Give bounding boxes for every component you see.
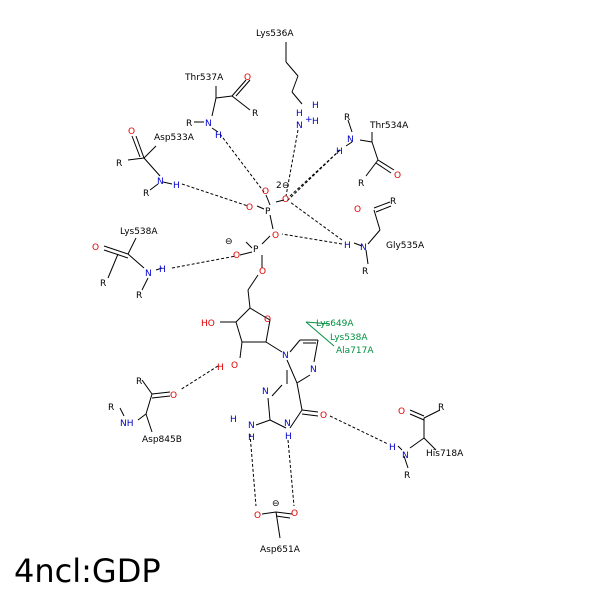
atom-h: H xyxy=(344,241,351,251)
hydrophobic-marks xyxy=(305,321,335,347)
hbond-asp651-a xyxy=(249,433,257,507)
hydrophobic-label: Ala717A xyxy=(336,346,374,356)
atom-n: N xyxy=(402,451,409,461)
atom-r: R xyxy=(100,279,106,289)
hbond-thr534-b xyxy=(285,149,341,203)
atom-r: R xyxy=(438,403,444,413)
atom-o: O xyxy=(291,509,298,519)
atom-nh: NH xyxy=(120,419,134,429)
hydrophobic-label: Lys538A xyxy=(330,333,368,343)
hbond-gly535-b xyxy=(281,233,343,245)
atom-r: R xyxy=(252,109,258,119)
atom-h: H xyxy=(296,109,303,119)
hydrophobic-label: Lys649A xyxy=(316,319,354,329)
atom-n: N xyxy=(282,351,289,361)
hbond-asp533 xyxy=(181,183,249,207)
atom-n: N xyxy=(205,119,212,129)
atom-h: H xyxy=(215,131,222,141)
label-lys536: Lys536A xyxy=(256,29,294,39)
atom-n: N xyxy=(360,243,367,253)
hbond-gly535-a xyxy=(289,201,343,241)
atom-r: R xyxy=(136,377,142,387)
atom-o: O xyxy=(320,411,327,421)
atom-r: R xyxy=(116,159,122,169)
atom-r: R xyxy=(136,291,142,301)
atom-o: O xyxy=(170,391,177,401)
atom-r: R xyxy=(358,179,364,189)
label-his718: His718A xyxy=(426,449,464,459)
hydrophobic-labels: Lys649A Lys538A Ala717A xyxy=(316,319,374,356)
atom-o: O xyxy=(262,187,269,197)
atom-o: O xyxy=(282,195,289,205)
hydrogen-bonds xyxy=(171,129,389,507)
atom-n: N xyxy=(262,387,269,397)
atom-n: N xyxy=(347,135,354,145)
atom-h: H xyxy=(173,181,180,191)
atom-h: H xyxy=(159,265,166,275)
atom-n: N xyxy=(248,421,255,431)
label-asp533: Asp533A xyxy=(154,133,195,143)
hbond-asp651-b xyxy=(287,439,295,507)
residue-labels: Lys536A Thr537A Thr534A Asp533A Gly535A … xyxy=(120,29,464,555)
atom-o: O xyxy=(354,205,361,215)
atom-ho: HO xyxy=(201,319,215,329)
atom-charge: ⊖ xyxy=(282,181,290,191)
atom-charge: ⊖ xyxy=(225,237,233,247)
atom-labels: N + H H H O R R N H R N H O R O R N H R … xyxy=(92,73,444,521)
atom-n: N xyxy=(284,419,291,429)
atom-r: R xyxy=(390,197,396,207)
atom-n: N xyxy=(145,269,152,279)
label-thr537: Thr537A xyxy=(184,73,224,83)
label-asp845: Asp845B xyxy=(142,435,182,445)
atom-o: O xyxy=(264,315,271,325)
atom-o: O xyxy=(246,203,253,213)
diagram-caption: 4ncl:GDP xyxy=(14,552,161,590)
atom-charge: ⊖ xyxy=(272,499,280,509)
atom-o: O xyxy=(92,243,99,253)
atom-o: O xyxy=(398,407,405,417)
ligand-bonds xyxy=(220,194,319,429)
atom-r: R xyxy=(404,471,410,481)
atom-h: H xyxy=(389,443,396,453)
label-gly535: Gly535A xyxy=(386,241,425,251)
label-lys538: Lys538A xyxy=(120,227,158,237)
atom-r: R xyxy=(362,267,368,277)
hbond-his718 xyxy=(329,415,389,445)
atom-o: O xyxy=(259,267,266,277)
atom-n: N xyxy=(157,177,164,187)
atom-o: O xyxy=(254,511,261,521)
hbond-thr537 xyxy=(219,133,265,193)
atom-o: O xyxy=(394,171,401,181)
atom-h: H xyxy=(217,363,224,373)
atom-h: H xyxy=(285,432,292,442)
atom-h: H xyxy=(336,147,343,157)
atom-o: O xyxy=(272,231,279,241)
atom-n: N xyxy=(296,121,303,131)
atom-h: H xyxy=(312,101,319,111)
atom-r: R xyxy=(143,189,149,199)
atom-h: H xyxy=(312,117,319,127)
atom-h: H xyxy=(248,433,255,443)
atom-r: R xyxy=(186,119,192,129)
hbond-lys538 xyxy=(171,255,237,269)
residue-bonds xyxy=(103,42,441,539)
atom-o: O xyxy=(128,127,135,137)
label-asp651: Asp651A xyxy=(260,545,301,555)
atom-charge: 2 xyxy=(276,181,282,191)
atom-o: O xyxy=(244,73,251,83)
atom-o: O xyxy=(233,251,240,261)
atom-plus: + xyxy=(305,115,313,125)
atom-r: R xyxy=(344,113,350,123)
hbond-lys536 xyxy=(285,129,299,197)
label-thr534: Thr534A xyxy=(369,121,409,131)
atom-o: O xyxy=(231,361,238,371)
atom-p: P xyxy=(265,207,271,217)
atom-p: P xyxy=(253,245,259,255)
atom-r: R xyxy=(108,403,114,413)
atom-n: N xyxy=(310,365,317,375)
hbond-asp845 xyxy=(179,365,219,391)
atom-h: H xyxy=(230,415,237,425)
